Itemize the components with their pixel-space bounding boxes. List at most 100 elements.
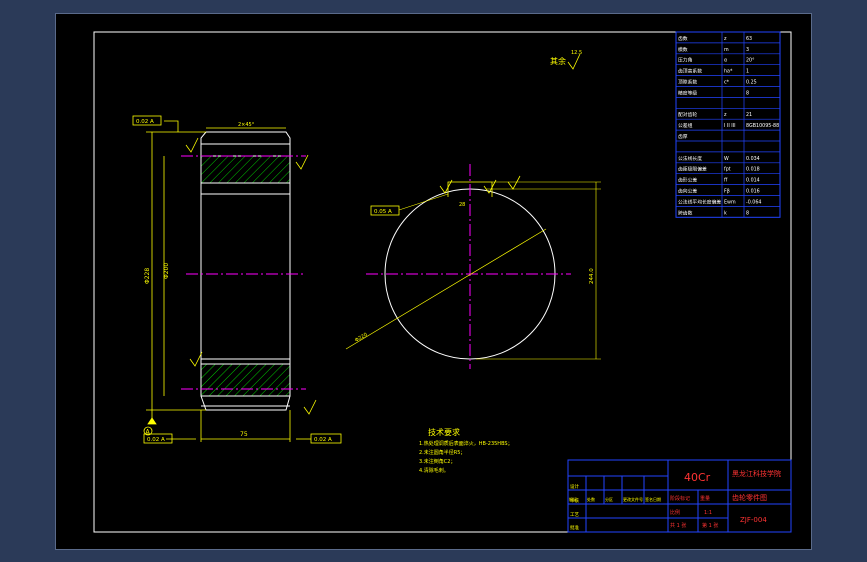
gear-table-cell: 齿形公差 (678, 177, 697, 184)
gear-table-cell: ff (724, 178, 728, 184)
tolerance-frame-bottom-right: 0.02 A (310, 433, 342, 444)
gear-table-cell: 63 (746, 36, 752, 42)
svg-text:0.05 A: 0.05 A (374, 209, 392, 215)
tech-req-title: 技术要求 (428, 427, 460, 437)
title-role: 设计 (570, 483, 579, 490)
weight-label: 重量 (700, 495, 710, 502)
tolerance-frame-left-top: 0.02 A (132, 115, 162, 126)
section-dimensions (146, 120, 317, 442)
gear-table-cell: z (724, 113, 727, 118)
end-view (345, 164, 601, 369)
tech-req-item: 3.未注倒角C2； (419, 458, 455, 465)
gear-table-cell: 公差组 (678, 122, 693, 129)
tolerance-frame-bottom-left: 0.02 A (143, 433, 173, 444)
gear-table-cell: ha* (724, 69, 733, 75)
keyway (447, 181, 493, 197)
title-row-label: 标记 (569, 496, 577, 502)
gear-table-cell: 0.016 (746, 189, 760, 195)
bore-diameter-dim: Φ200 (163, 263, 170, 279)
gear-table-cell: α (724, 59, 727, 64)
gear-table-cell: 8 (746, 210, 749, 216)
gear-table-cell: fpt (724, 167, 731, 173)
title-row-label: 日期 (653, 496, 661, 502)
gear-table-cell: -0.064 (746, 199, 761, 205)
gear-table-cell: Ewm (724, 199, 736, 205)
tech-req-item: 1.热处理调质后表面淬火，HB-235HBS； (419, 440, 513, 447)
gear-table-cell: Fβ (724, 189, 730, 195)
top-chamfer-dim: 2×45° (238, 122, 255, 128)
outer-outline (206, 131, 291, 156)
tolerance-frame-right: 0.05 A (370, 193, 449, 216)
datum-a: A (143, 426, 153, 436)
tech-requirements: 技术要求 1.热处理调质后表面淬火，HB-235HBS； 2.未注圆角半径R5；… (419, 427, 513, 474)
school-name: 黑龙江科技学院 (732, 469, 781, 478)
roughness-key-top (507, 175, 521, 190)
svg-text:12.5: 12.5 (571, 50, 582, 56)
gear-drawing: 2×45° Φ228 Φ200 75 0.02 A 0.02 A 0.02 A … (93, 31, 792, 533)
gear-table-cell: c* (724, 80, 730, 86)
gear-table-cell: 21 (746, 112, 752, 118)
outer-diameter-dim: Φ228 (144, 268, 151, 284)
gear-table-cell: 齿距极限偏差 (678, 166, 707, 173)
tech-req-item: 2.未注圆角半径R5； (419, 449, 465, 456)
gear-table-cell: 0.034 (746, 156, 760, 162)
svg-text:A: A (146, 429, 151, 436)
title-row-label: 签名 (645, 496, 653, 502)
face-width-dim: 75 (240, 431, 248, 438)
title-row-label: 更改文件号 (623, 496, 643, 502)
top-rim-hatch (200, 155, 291, 184)
gear-table-cell: 齿数 (678, 35, 688, 42)
keyway-width-dim: 28 (459, 202, 465, 208)
stage-label: 阶段标记 (670, 495, 690, 502)
title-row-label: 分区 (605, 496, 613, 502)
sheet-label: 共 1 张 (670, 522, 686, 529)
gear-table-cell: 压力角 (678, 57, 693, 64)
gear-table-cell: 20° (746, 58, 755, 64)
cad-viewport[interactable]: 2×45° Φ228 Φ200 75 0.02 A 0.02 A 0.02 A … (55, 13, 812, 550)
svg-text:0.02 A: 0.02 A (314, 437, 332, 443)
svg-text:其余: 其余 (550, 56, 566, 66)
gear-table-cell: 0.018 (746, 167, 760, 173)
roughness-keyway-right (483, 179, 497, 194)
gear-table-cell: 公法线长度 (678, 155, 702, 162)
gear-table-cell: Ⅰ II III (724, 123, 736, 129)
title-role: 工艺 (570, 512, 579, 518)
bottom-rim-hatch (200, 363, 291, 397)
outer-outline-bottom (200, 395, 291, 411)
drawing-frame (93, 31, 792, 533)
title-role: 审核 (570, 497, 579, 504)
keyway-depth-dim: 244.0 (589, 268, 595, 284)
gear-table-cell: 齿向公差 (678, 188, 697, 195)
gear-table-cell: 顶隙系数 (678, 79, 697, 86)
gear-table-cell: W (724, 156, 729, 162)
gear-table-cell: z (724, 37, 727, 42)
gear-table-cell: 8 (746, 90, 749, 96)
svg-text:0.02 A: 0.02 A (147, 437, 165, 443)
tech-req-item: 4.清除毛刺。 (419, 467, 449, 474)
roughness-keyway-left (439, 179, 453, 194)
gear-table-cell: m (724, 48, 729, 53)
title-row-label: 处数 (587, 496, 595, 502)
title-role: 批准 (570, 524, 579, 531)
scale-value: 1:1 (704, 510, 712, 516)
outer-outline-left (200, 131, 207, 156)
drawing-number: ZJF-004 (740, 516, 767, 524)
gear-table-cell: 跨齿数 (678, 209, 693, 216)
gear-table-cell: 齿厚 (678, 134, 688, 140)
sheet-of: 第 1 张 (702, 522, 718, 529)
section-view (181, 131, 306, 411)
hub-diameter-dim: Φ220 (354, 332, 369, 344)
gear-table-cell: 齿顶高系数 (678, 68, 702, 75)
gear-table-cell: 3 (746, 47, 749, 53)
part-name: 齿轮零件图 (732, 493, 767, 502)
gear-table-cell: 模数 (678, 46, 688, 53)
scale-label: 比例 (670, 509, 680, 516)
gear-table-cell: k (724, 210, 727, 216)
gear-table-cell: 1 (746, 69, 749, 75)
gear-table-cell: 8GB10095-88 (746, 123, 779, 129)
gear-table-cell: 公法线平均长度偏差 (678, 198, 721, 205)
gear-table-cell: 精度等级 (678, 89, 697, 96)
material: 40Cr (684, 471, 711, 484)
gear-table-cell: 配对齿轮 (678, 111, 697, 118)
